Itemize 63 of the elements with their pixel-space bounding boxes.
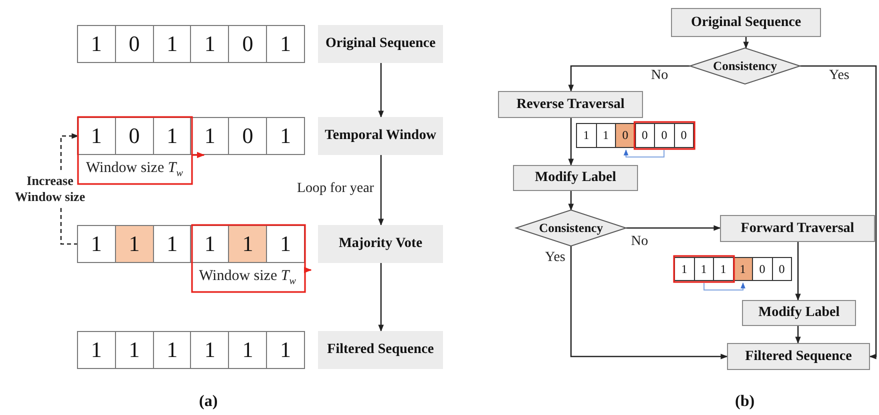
process-box: Original Sequence [318, 25, 443, 63]
sequence-cell: 0 [228, 25, 268, 63]
sequence-cell: 1 [77, 331, 116, 369]
sequence-cell: 0 [228, 117, 268, 155]
process-box: Temporal Window [318, 117, 443, 155]
process-box: Original Sequence [671, 8, 821, 37]
sequence-cell: 1 [152, 331, 192, 369]
sequence-cell: 1 [190, 25, 230, 63]
sequence-cell: 0 [114, 117, 154, 155]
process-box: Majority Vote [318, 225, 443, 263]
panel-label: (a) [199, 393, 218, 411]
arrow [626, 225, 721, 231]
edge-label: Loop for year [296, 181, 375, 197]
window-size-label: Window size T$_{w}$ [199, 268, 296, 287]
sequence-cell: 1 [228, 225, 268, 263]
sequence-cell: 0 [752, 257, 772, 281]
sequence-cell: 1 [190, 117, 230, 155]
sequence-cell: 1 [77, 117, 116, 155]
sequence-cell: 1 [674, 257, 694, 281]
arrow [568, 191, 574, 211]
sequence-cell: 1 [266, 25, 305, 63]
arrow [568, 65, 690, 92]
sequence-cell: 1 [596, 123, 616, 148]
sequence-cell: 1 [694, 257, 714, 281]
sequence-cell: 1 [152, 225, 192, 263]
sequence-cell: 0 [772, 257, 792, 281]
arrow [378, 155, 384, 226]
sequence-cell: 1 [152, 25, 192, 63]
sequence-cell: 1 [114, 225, 154, 263]
process-box: Forward Traversal [720, 215, 875, 242]
arrow [795, 242, 801, 301]
sequence-cell: 0 [674, 123, 694, 148]
process-box: Modify Label [513, 165, 638, 191]
arrow [570, 246, 728, 360]
sequence-cell: 0 [114, 25, 154, 63]
arrow [378, 263, 384, 332]
panel-label: (b) [735, 393, 755, 411]
sequence-cell: 1 [713, 257, 734, 281]
arrow [378, 63, 384, 118]
sequence-cell: 1 [228, 331, 268, 369]
sequence-cell: 0 [634, 123, 655, 148]
arrow [743, 37, 749, 49]
sequence-cell: 1 [152, 117, 192, 155]
decision-label: Consistency [539, 220, 603, 236]
arrow [800, 65, 877, 360]
sequence-cell: 1 [77, 225, 116, 263]
sequence-cell: 1 [266, 225, 305, 263]
sequence-cell: 1 [77, 25, 116, 63]
sequence-cell: 1 [190, 331, 230, 369]
sequence-cell: 1 [266, 331, 305, 369]
sequence-cell: 1 [266, 117, 305, 155]
sequence-cell: 0 [654, 123, 674, 148]
sequence-cell: 1 [576, 123, 596, 148]
arrow [568, 118, 574, 166]
sequence-cell: 0 [615, 123, 636, 148]
process-box: Reverse Traversal [498, 91, 643, 118]
process-box: Filtered Sequence [727, 343, 870, 370]
decision-label: Consistency [713, 58, 777, 74]
arrow [795, 326, 801, 344]
process-box: Filtered Sequence [318, 331, 443, 369]
process-box: Modify Label [742, 300, 856, 326]
sequence-cell: 1 [114, 331, 154, 369]
sequence-cell: 1 [190, 225, 230, 263]
